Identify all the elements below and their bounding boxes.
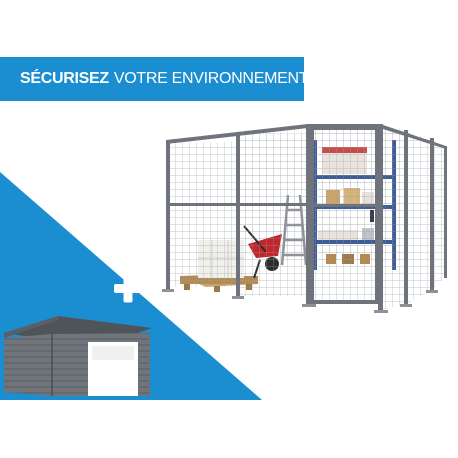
plus-icon [114,274,142,303]
banner-background [0,57,304,101]
headline-bold: SÉCURISEZ [20,70,109,87]
storage-cage-illustration [162,124,447,313]
headline-banner: SÉCURISEZ VOTRE ENVIRONNEMENT [0,57,309,101]
cage-door [311,126,378,304]
garage-illustration [4,316,152,396]
cage-frame [166,124,447,312]
headline-regular: VOTRE ENVIRONNEMENT [113,70,309,87]
